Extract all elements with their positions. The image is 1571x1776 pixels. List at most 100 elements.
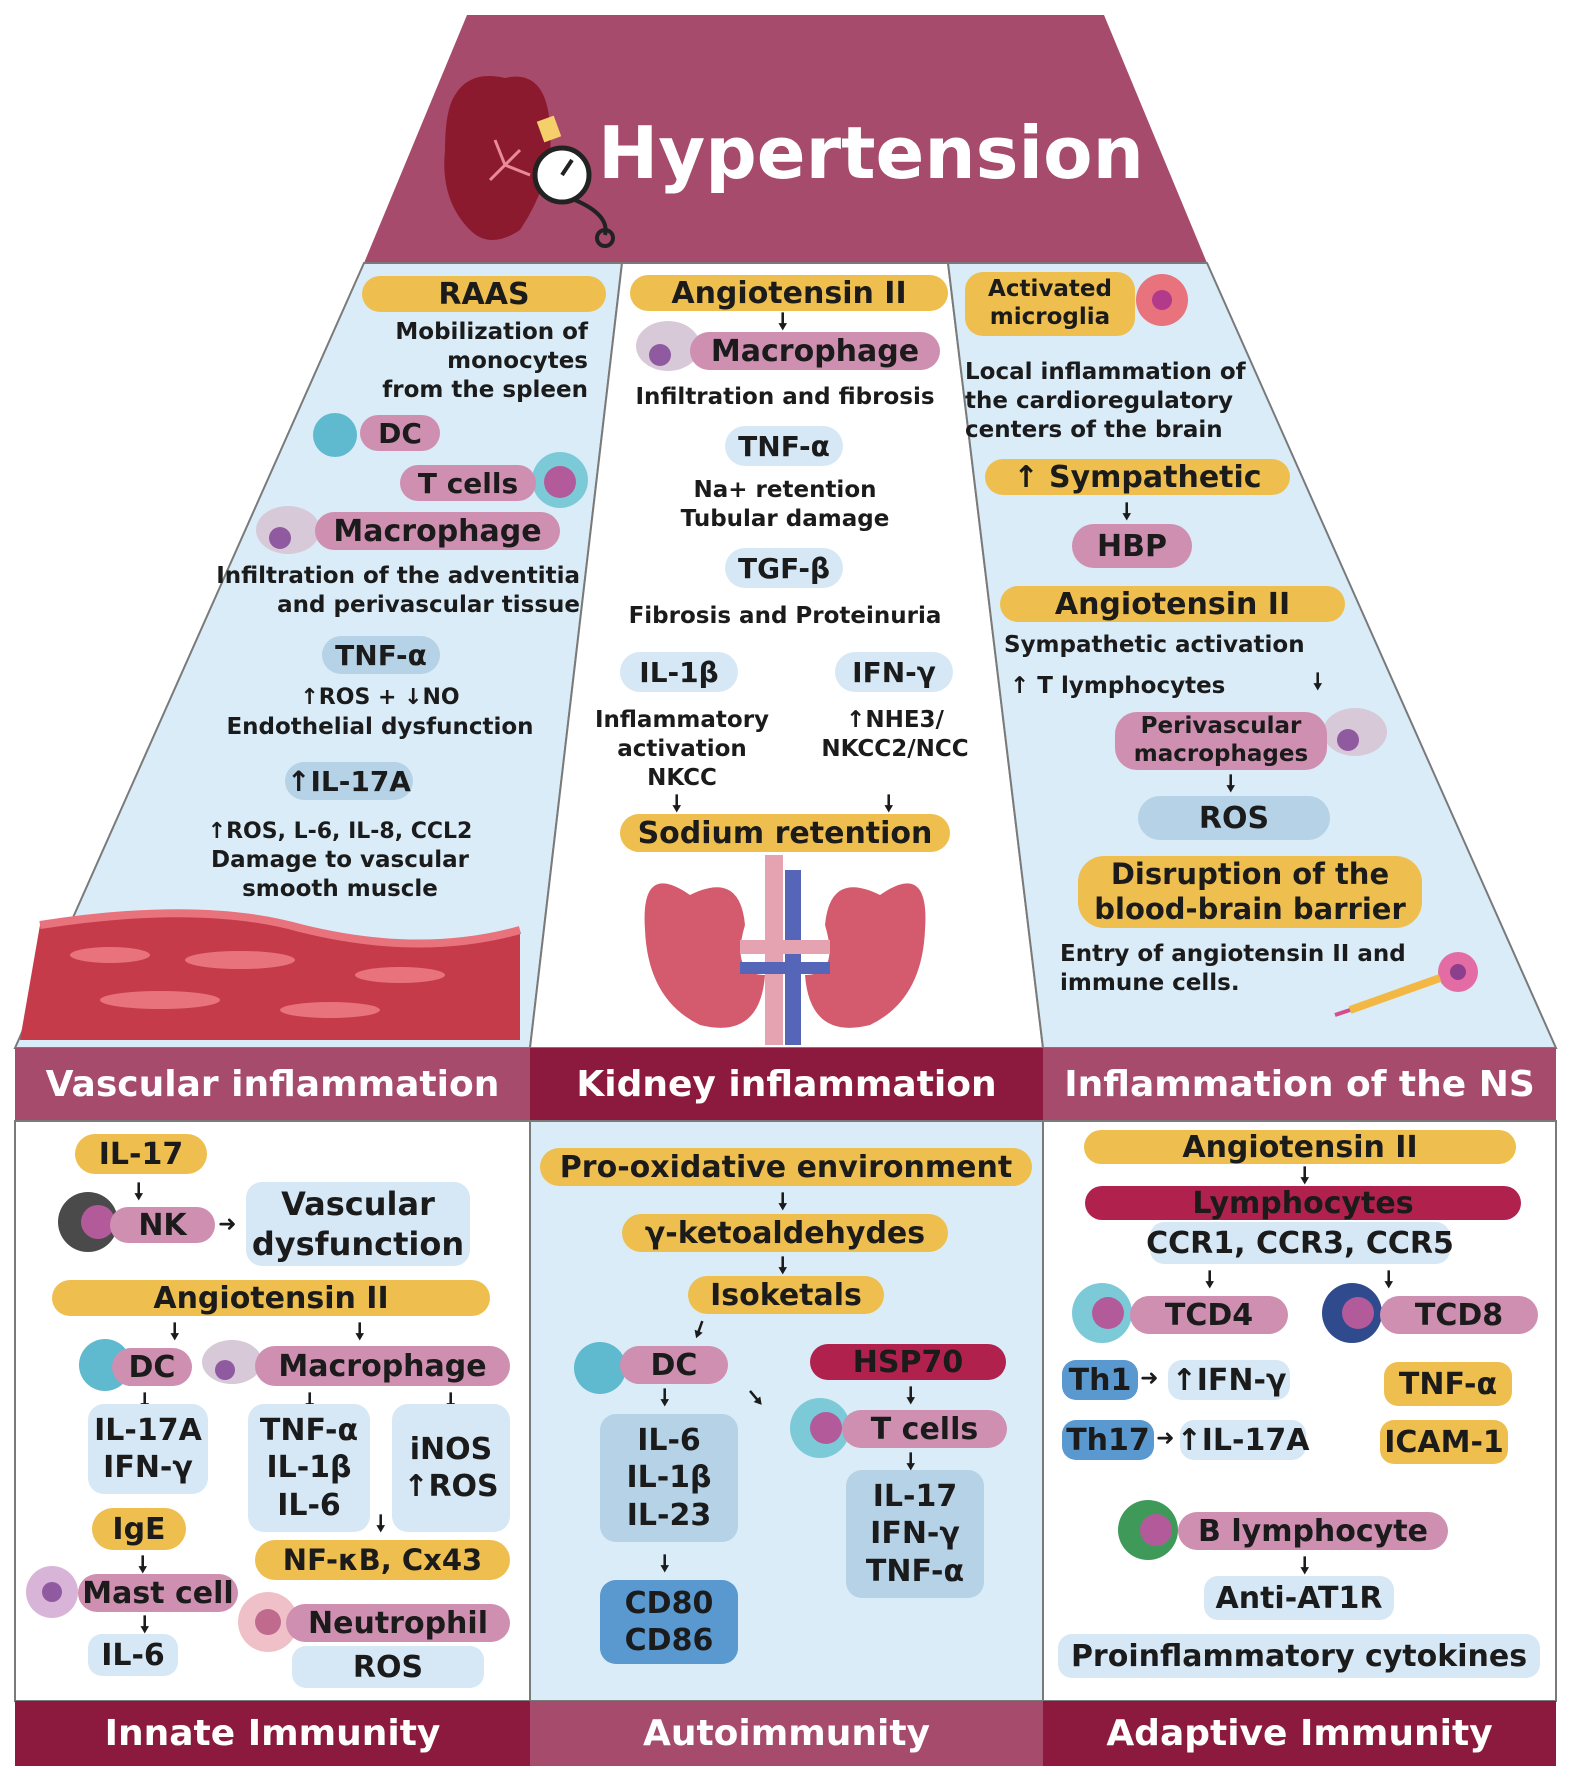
hsp70-label: HSP70 — [810, 1344, 1006, 1380]
macrophage-label: Macrophage — [255, 1346, 510, 1386]
dc-label: DC — [360, 415, 440, 451]
dc-label: DC — [112, 1348, 192, 1386]
kidneys-icon — [644, 855, 926, 1045]
arrow-down: 🠗 — [376, 1512, 386, 1537]
arrow-down: 🠗 — [778, 310, 788, 335]
arrow-down: 🠗 — [446, 1390, 456, 1415]
tcd4-label: TCD4 — [1130, 1296, 1288, 1334]
sympathetic-label: ↑ Sympathetic — [985, 459, 1290, 495]
th17-label: Th17 — [1062, 1420, 1154, 1460]
arrow-down: 🠗 — [906, 1450, 916, 1475]
ifn-gamma-label: IFN-γ — [835, 652, 953, 692]
anti-at1r-label: Anti-AT1R — [1204, 1576, 1394, 1620]
arrow-down: 🠗 — [1226, 772, 1236, 797]
arrow-down: 🠗 — [884, 792, 894, 817]
arrow-down: 🠗 — [1313, 670, 1323, 695]
arrow-right: ➜ — [1156, 1426, 1175, 1451]
inos-box: iNOS ↑ROS — [392, 1404, 510, 1532]
angiotensin-ii-label: Angiotensin II — [52, 1280, 490, 1316]
ros-label: ROS — [1138, 796, 1330, 840]
tnf-alpha-label: TNF-α — [1384, 1362, 1512, 1406]
arrow-down: 🠗 — [1300, 1164, 1310, 1189]
angiotensin-ii-label: Angiotensin II — [630, 275, 948, 311]
microglia-icon — [1136, 274, 1188, 326]
nhe-text: ↑NHE3/ NKCC2/NCC — [821, 707, 969, 762]
blood-pressure-gauge-icon — [532, 145, 615, 248]
activated-microglia-label: Activated microglia — [965, 272, 1135, 336]
damage-text: Damage to vascular smooth muscle — [211, 847, 469, 902]
arrow-down: 🠗 — [140, 1613, 150, 1638]
neutrophil-label: Neutrophil — [286, 1604, 510, 1642]
heart-icon — [444, 76, 562, 240]
arrow-down: 🠗 — [355, 1320, 365, 1345]
sodium-retention-label: Sodium retention — [620, 814, 950, 852]
t-cell-cytokines-box: IL-17 IFN-γ TNF-α — [846, 1470, 984, 1598]
raas-label: RAAS — [362, 276, 606, 312]
arrow-down: 🠗 — [140, 1390, 150, 1415]
infiltration-fibrosis-text: Infiltration and fibrosis — [635, 384, 935, 410]
vascular-heading: Vascular inflammation — [45, 1064, 500, 1105]
macrophage-icon — [202, 1340, 262, 1384]
il17-label: IL-17 — [75, 1134, 207, 1174]
proinflammatory-cytokines-label: Proinflammatory cytokines — [1058, 1634, 1540, 1678]
arrow-down: 🠗 — [778, 1254, 788, 1279]
isoketals-label: Isoketals — [688, 1276, 884, 1314]
inflammatory-text: Inflammatory activation NKCC — [594, 707, 770, 791]
pro-oxidative-label: Pro-oxidative environment — [540, 1148, 1032, 1186]
mast-cell-label: Mast cell — [78, 1574, 238, 1612]
arrow-down: 🠗 — [305, 1390, 315, 1415]
dendritic-cell-icon — [313, 413, 357, 457]
ccr-label: CCR1, CCR3, CCR5 — [1146, 1222, 1454, 1264]
arrow-down: 🠗 — [672, 792, 682, 817]
adaptive-heading: Adaptive Immunity — [1106, 1713, 1493, 1754]
endothelial-text: Endothelial dysfunction — [226, 714, 534, 740]
th1-ifn-label: ↑IFN-γ — [1168, 1360, 1290, 1400]
macrophage-cytokines-box: TNF-α IL-1β IL-6 — [248, 1404, 370, 1532]
arrow-right: ➜ — [218, 1212, 237, 1237]
kidney-heading: Kidney inflammation — [576, 1064, 997, 1105]
bbb-disruption-label: Disruption of the blood-brain barrier — [1078, 856, 1422, 928]
auto-heading: Autoimmunity — [642, 1713, 931, 1754]
angiotensin-ii-label: Angiotensin II — [1084, 1130, 1516, 1165]
dc-cytokines-box: IL-17A IFN-γ — [88, 1404, 208, 1494]
local-inflammation-text: Local inflammation of the cardioregulato… — [965, 359, 1246, 443]
il17a-label: ↑IL-17A — [285, 762, 413, 800]
ros-no-text: ↑ROS + ↓NO — [300, 685, 460, 710]
icam1-label: ICAM-1 — [1380, 1420, 1508, 1464]
ige-label: IgE — [92, 1508, 186, 1550]
hbp-label: HBP — [1072, 524, 1192, 568]
vascular-dysfunction-box: Vascular dysfunction — [246, 1182, 470, 1266]
ros-label: ROS — [292, 1646, 484, 1688]
macrophage-icon — [256, 506, 320, 554]
cd80-cd86-box: CD80 CD86 — [600, 1580, 738, 1664]
th17-il17a-label: ↑IL-17A — [1177, 1420, 1309, 1460]
th1-label: Th1 — [1062, 1360, 1138, 1400]
arrow-down: 🠗 — [1205, 1268, 1215, 1293]
macrophage-label: Macrophage — [315, 512, 560, 550]
tcd8-label: TCD8 — [1380, 1296, 1538, 1334]
t-cells-label: T cells — [400, 465, 536, 501]
dc-label: DC — [620, 1346, 728, 1384]
arrow-down: 🠗 — [134, 1180, 144, 1205]
tnf-alpha-label: TNF-α — [322, 636, 440, 674]
sympathetic-activation-text: Sympathetic activation — [1004, 632, 1305, 658]
arrow-down: 🠗 — [138, 1553, 148, 1578]
perivascular-macrophages-label: Perivascular macrophages — [1115, 712, 1327, 770]
na-retention-text: Na+ retention Tubular damage — [680, 477, 890, 532]
arrow-down: 🠗 — [1122, 500, 1132, 525]
innate-heading: Innate Immunity — [104, 1713, 441, 1754]
infiltration-text: Infiltration of the adventitia and periv… — [216, 563, 580, 618]
arrow-down: 🠗 — [660, 1552, 670, 1577]
page-title: Hypertension — [598, 111, 1144, 195]
dc-cytokines-box: IL-6 IL-1β IL-23 — [600, 1414, 738, 1542]
arrow-down: 🠗 — [778, 1190, 788, 1215]
ns-heading: Inflammation of the NS — [1064, 1064, 1535, 1105]
dendritic-cell-icon — [574, 1342, 626, 1394]
angiotensin-ii-label: Angiotensin II — [1000, 586, 1345, 622]
arrow-down: 🠗 — [170, 1320, 180, 1345]
t-lymphocytes-text: ↑ T lymphocytes — [1010, 673, 1226, 699]
mobilization-text: Mobilization of monocytes from the splee… — [382, 319, 588, 403]
arrow-down: 🠗 — [1384, 1268, 1394, 1293]
lymphocytes-label: Lymphocytes — [1085, 1186, 1521, 1221]
tnf-alpha-label: TNF-α — [725, 426, 843, 466]
